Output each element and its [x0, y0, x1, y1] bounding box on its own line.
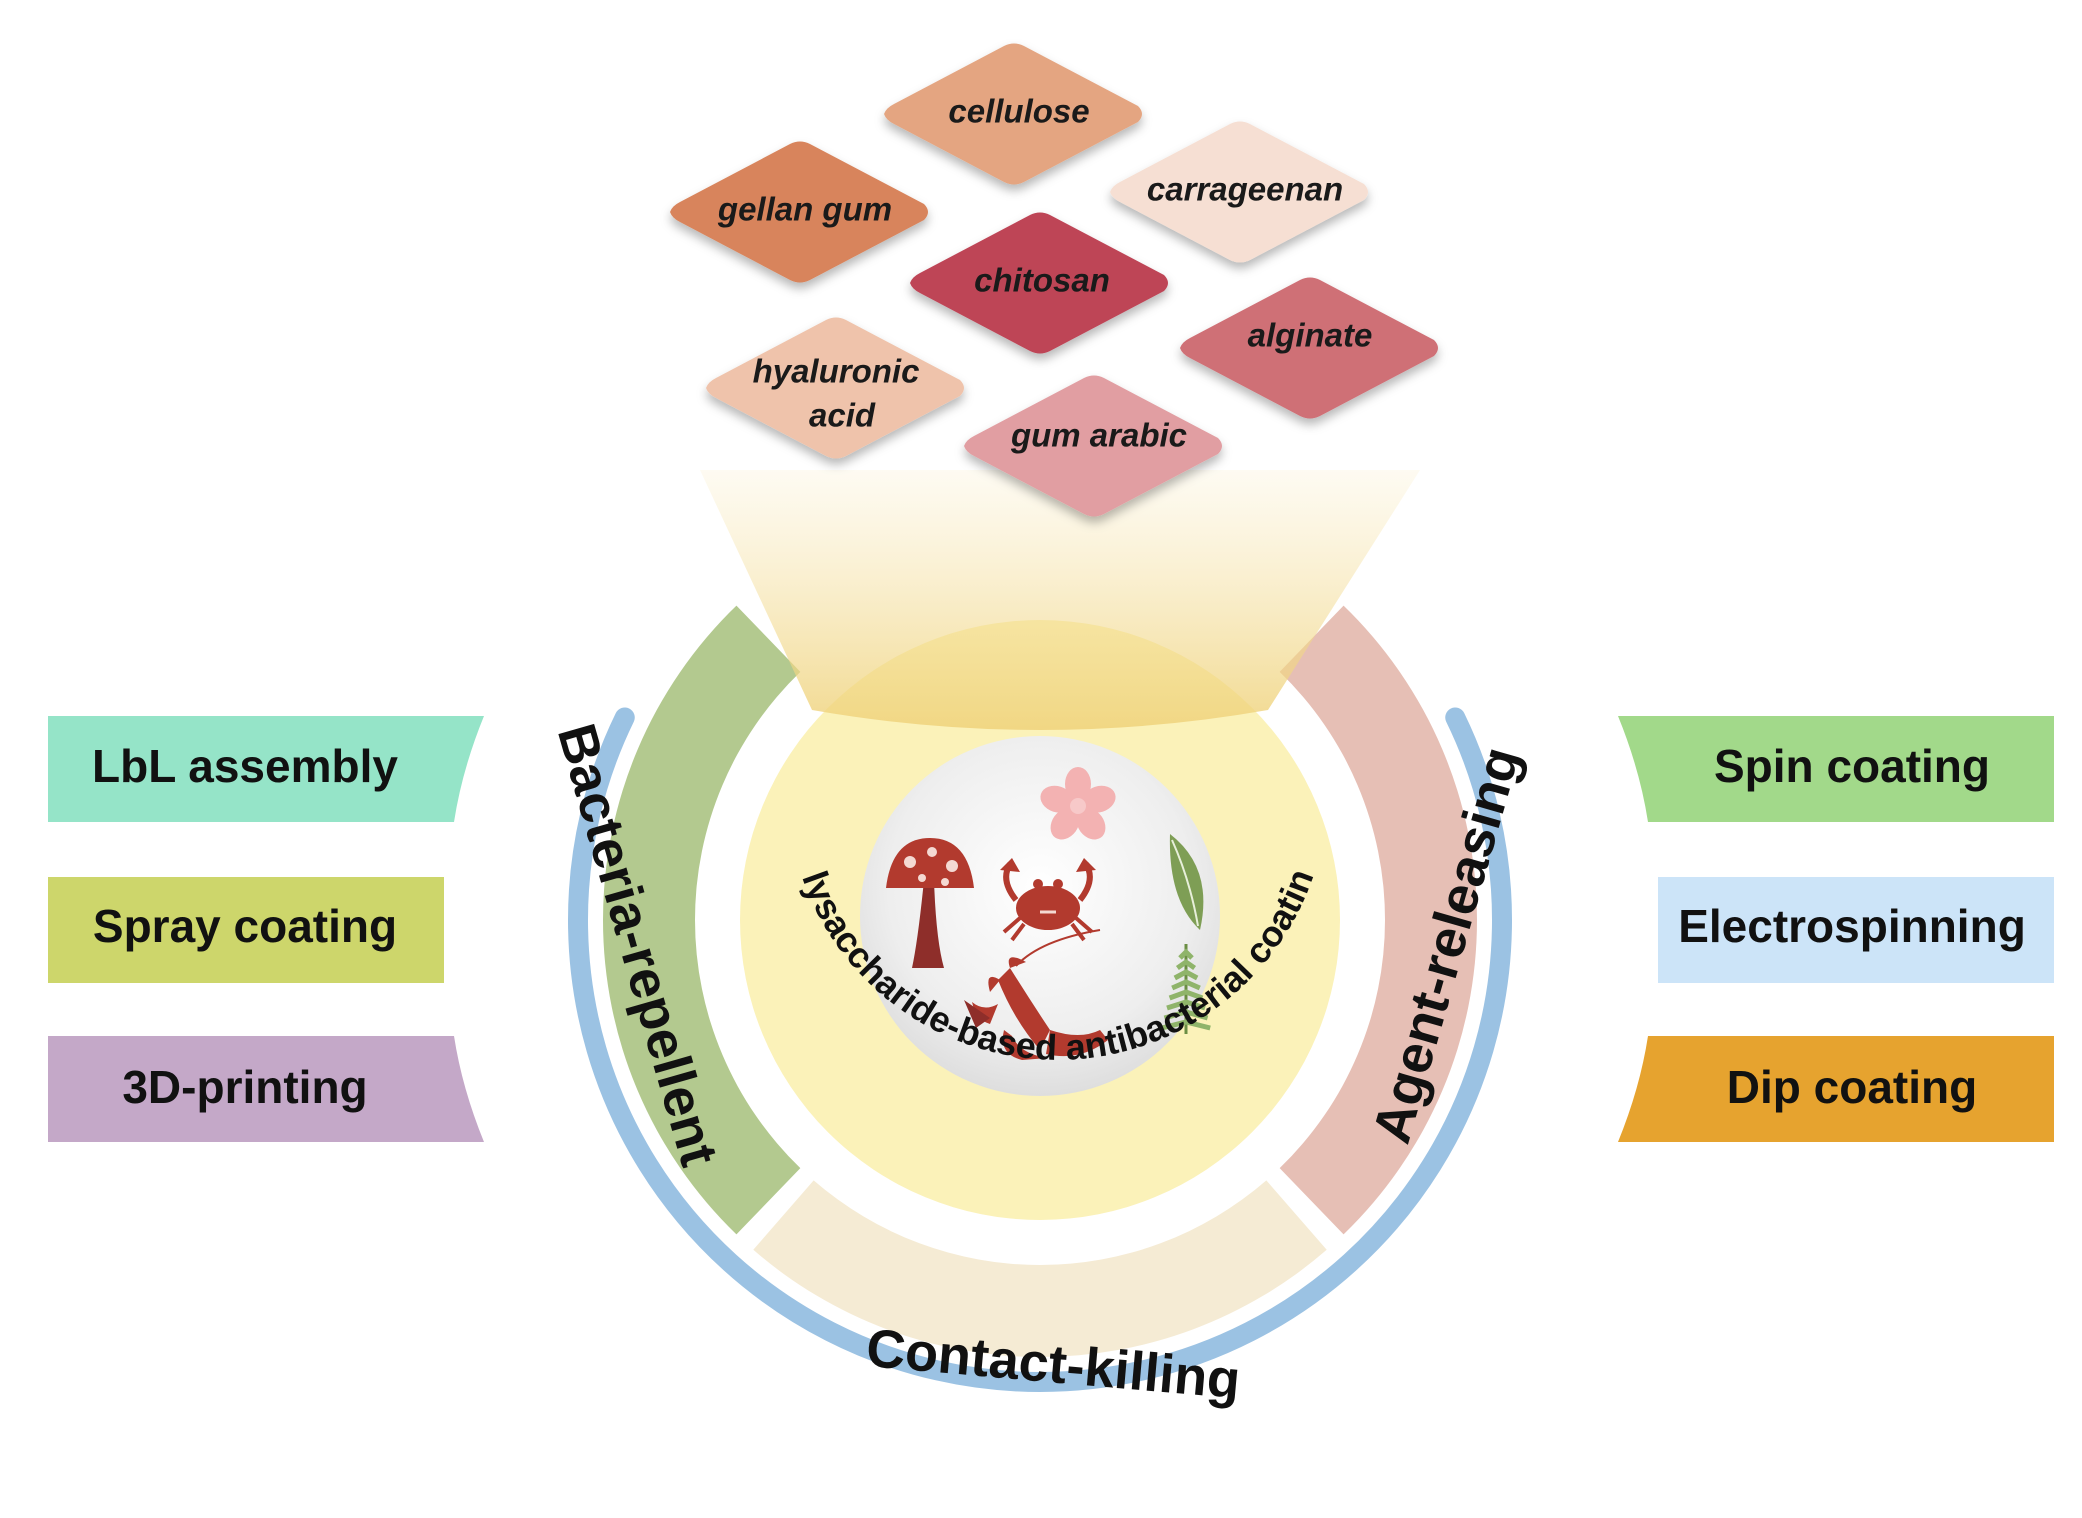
crab-icon	[1000, 858, 1096, 942]
methods-left: LbL assembly Spray coating 3D-printing	[48, 716, 484, 1142]
tile-alginate: alginate	[1180, 277, 1438, 419]
tile-chitosan-label: chitosan	[974, 262, 1110, 299]
tile-gellan-gum-shape	[670, 141, 928, 283]
tile-gellan-gum-label: gellan gum	[717, 191, 892, 228]
method-label-spin-coating: Spin coating	[1714, 740, 1990, 792]
agent-releasing-segment	[1279, 605, 1477, 1235]
method-label-electrospinning: Electrospinning	[1678, 900, 2026, 952]
methods-right: Spin coating Electrospinning Dip coating	[1618, 716, 2054, 1142]
tile-hyaluronic-acid-label-1: hyaluronic	[753, 353, 920, 390]
crayfish-icon	[964, 929, 1108, 1060]
leaf-icon	[1169, 834, 1204, 930]
method-label-dip-coating: Dip coating	[1727, 1061, 1977, 1113]
method-box-spin-coating	[1618, 716, 2054, 822]
tile-gum-arabic-label: gum arabic	[1010, 417, 1187, 454]
tile-cellulose: cellulose	[884, 43, 1142, 185]
method-box-electrospinning	[1658, 877, 2054, 983]
polysaccharide-tiles: cellulose carrageenan gellan gum chitosa…	[670, 43, 1438, 517]
tile-alginate-label: alginate	[1248, 317, 1373, 354]
method-label-spray-coating: Spray coating	[93, 900, 397, 952]
tile-hyaluronic-acid-shape	[706, 317, 964, 459]
contact-killing-segment	[753, 1180, 1327, 1357]
flower-icon	[1040, 767, 1116, 840]
bacteria-repellent-segment	[603, 605, 801, 1235]
tile-carrageenan-label: carrageenan	[1147, 171, 1343, 208]
tile-alginate-shape	[1180, 277, 1438, 419]
tile-gellan-gum: gellan gum	[670, 141, 928, 283]
light-beam	[700, 470, 1420, 730]
tile-chitosan-shape	[910, 212, 1168, 354]
strategy-ring	[603, 605, 1477, 1357]
tile-cellulose-label: cellulose	[948, 93, 1089, 130]
outer-ring	[568, 707, 1512, 1392]
tile-gum-arabic: gum arabic	[964, 375, 1222, 517]
method-label-lbl-assembly: LbL assembly	[92, 740, 398, 792]
tile-hyaluronic-acid-label-2: acid	[809, 397, 876, 434]
method-box-lbl-assembly	[48, 716, 484, 822]
tile-cellulose-shape	[884, 43, 1142, 185]
mushroom-icon	[886, 838, 974, 968]
tile-hyaluronic-acid: hyaluronic acid	[706, 317, 964, 459]
method-label-3d-printing: 3D-printing	[122, 1061, 367, 1113]
method-box-spray-coating	[48, 877, 444, 983]
tile-carrageenan: carrageenan	[1110, 121, 1368, 263]
method-box-dip-coating	[1618, 1036, 2054, 1142]
method-box-3d-printing	[48, 1036, 484, 1142]
tile-chitosan: chitosan	[910, 212, 1168, 354]
tile-gum-arabic-shape	[964, 375, 1222, 517]
tile-carrageenan-shape	[1110, 121, 1368, 263]
fern-icon	[1161, 944, 1211, 1034]
